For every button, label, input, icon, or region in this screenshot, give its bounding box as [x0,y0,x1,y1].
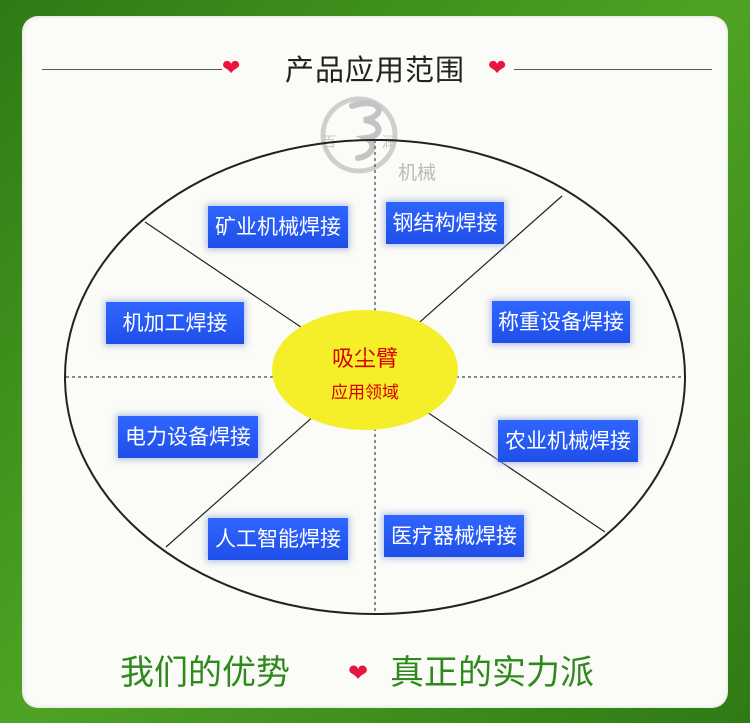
heart-icon-right: ❤ [488,56,507,81]
logo-text: 机械 [398,162,437,184]
header-rule-left [42,69,222,70]
logo-watermark [320,96,398,174]
category-steel-structure: 钢结构焊接 [386,202,504,244]
category-medical-devices: 医疗器械焊接 [384,515,524,557]
page-title: 产品应用范围 [284,53,465,87]
category-agricultural-machinery: 农业机械焊接 [498,420,638,462]
center-ellipse [272,310,458,430]
footer-slogan: 我们的优势 ❤ 真正的实力派 [120,651,650,695]
footer-text-right: 真正的实力派 [390,653,594,693]
center-title: 吸尘臂 [331,347,398,372]
center-subtitle: 应用领域 [331,383,399,403]
header-rule-right [514,69,712,70]
category-power-equipment: 电力设备焊接 [118,416,258,458]
logo-char-right: 润 [382,135,396,151]
category-machining: 机加工焊接 [106,302,244,344]
category-weighing-equipment: 称重设备焊接 [492,301,630,343]
heart-icon-left: ❤ [222,56,241,81]
footer-text-left: 我们的优势 [120,653,290,693]
category-mining-machinery: 矿业机械焊接 [208,206,348,248]
heart-icon-footer: ❤ [348,659,369,687]
category-artificial-intelligence: 人工智能焊接 [208,518,348,560]
